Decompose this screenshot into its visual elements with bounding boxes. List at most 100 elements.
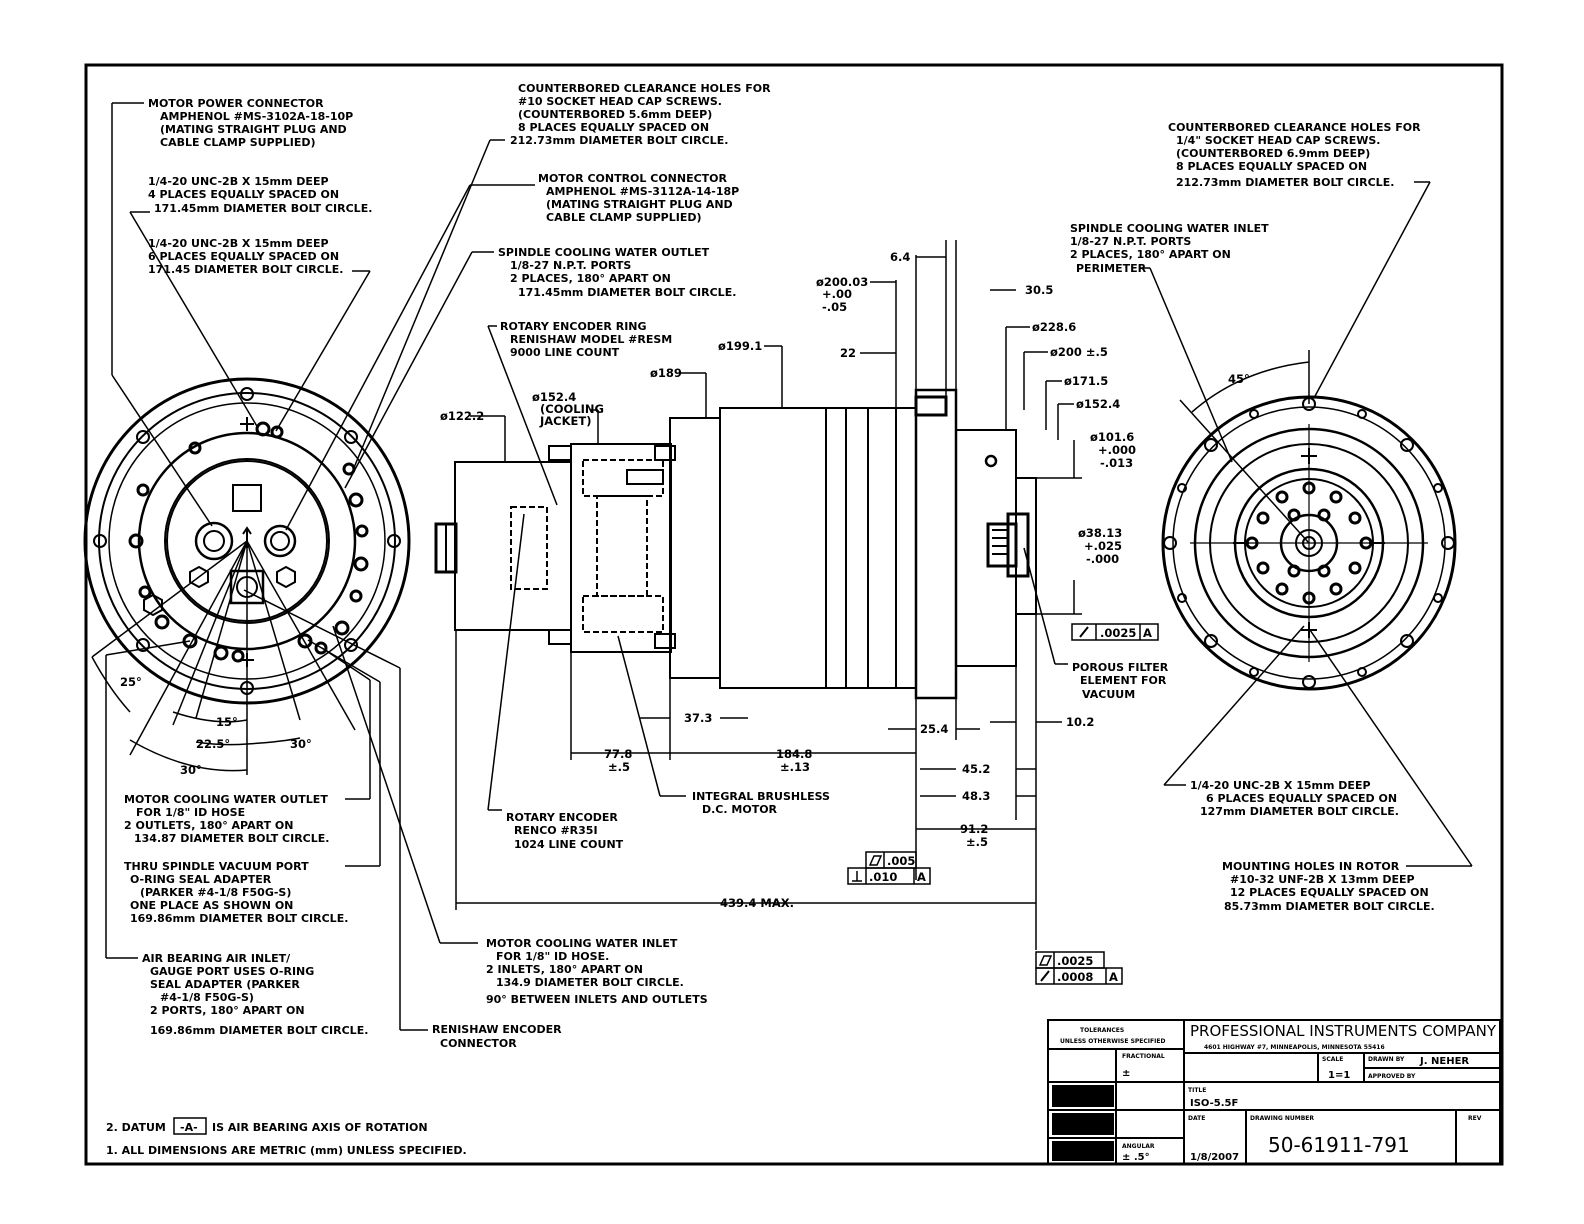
dimension-labels: ø122.2 ø152.4 (COOLING JACKET) ø189 ø199… [120, 250, 1250, 910]
svg-text:COUNTERBORED CLEARANCE HOLES F: COUNTERBORED CLEARANCE HOLES FOR [1168, 121, 1421, 134]
svg-text:TOLERANCES: TOLERANCES [1080, 1027, 1124, 1034]
angle-25: 25° [120, 675, 142, 689]
svg-text:212.73mm DIAMETER BOLT CIRCLE.: 212.73mm DIAMETER BOLT CIRCLE. [510, 134, 728, 147]
svg-text:D.C. MOTOR: D.C. MOTOR [702, 803, 778, 816]
svg-text:1/4-20 UNC-2B X 15mm DEEP: 1/4-20 UNC-2B X 15mm DEEP [148, 175, 329, 188]
note-counterbored-quarter: COUNTERBORED CLEARANCE HOLES FOR 1/4" SO… [1168, 121, 1421, 189]
svg-text:8 PLACES EQUALLY SPACED ON: 8 PLACES EQUALLY SPACED ON [1176, 160, 1367, 173]
drawing-date: 1/8/2007 [1190, 1152, 1239, 1163]
svg-text:(COOLING: (COOLING [540, 402, 604, 416]
svg-text:2 PLACES, 180° APART ON: 2 PLACES, 180° APART ON [510, 272, 671, 285]
general-note-2: 2. DATUM [106, 1121, 166, 1134]
svg-text:SEAL ADAPTER (PARKER: SEAL ADAPTER (PARKER [150, 978, 300, 991]
note-tapped-holes-right: 1/4-20 UNC-2B X 15mm DEEP 6 PLACES EQUAL… [1190, 779, 1399, 818]
svg-text:2 PLACES, 180° APART ON: 2 PLACES, 180° APART ON [1070, 248, 1231, 261]
svg-text:FOR 1/8" ID HOSE: FOR 1/8" ID HOSE [136, 806, 245, 819]
dim-d101-6: ø101.6 [1090, 430, 1134, 444]
left-view-leaders [105, 102, 478, 1031]
right-view-leaders [1140, 181, 1473, 867]
svg-text:RENCO #R35I: RENCO #R35I [514, 824, 598, 837]
svg-text:169.86mm DIAMETER BOLT CIRCLE.: 169.86mm DIAMETER BOLT CIRCLE. [130, 912, 348, 925]
dim-d199-1: ø199.1 [718, 339, 762, 353]
note-spindle-water-outlet: SPINDLE COOLING WATER OUTLET 1/8-27 N.P.… [498, 246, 736, 299]
dim-d200-03: ø200.03 [816, 275, 868, 289]
svg-text:8 PLACES EQUALLY SPACED ON: 8 PLACES EQUALLY SPACED ON [518, 121, 709, 134]
svg-text:UNLESS OTHERWISE SPECIFIED: UNLESS OTHERWISE SPECIFIED [1060, 1038, 1165, 1045]
drawing-title: ISO-5.5F [1190, 1098, 1238, 1109]
svg-text:(PARKER #4-1/8 F50G-S): (PARKER #4-1/8 F50G-S) [140, 886, 291, 899]
svg-text:12 PLACES EQUALLY SPACED ON: 12 PLACES EQUALLY SPACED ON [1230, 886, 1429, 899]
svg-text:±: ± [1122, 1068, 1130, 1079]
svg-text:.0025: .0025 [1057, 954, 1093, 968]
svg-text:MOTOR COOLING WATER OUTLET: MOTOR COOLING WATER OUTLET [124, 793, 328, 806]
svg-text:INTEGRAL BRUSHLESS: INTEGRAL BRUSHLESS [692, 790, 830, 803]
note-tapped-holes-6: 1/4-20 UNC-2B X 15mm DEEP 6 PLACES EQUAL… [148, 237, 343, 276]
svg-text:-A-: -A- [180, 1121, 198, 1134]
svg-text:-.013: -.013 [1100, 456, 1133, 470]
svg-text:1/4-20 UNC-2B X 15mm DEEP: 1/4-20 UNC-2B X 15mm DEEP [148, 237, 329, 250]
svg-text:4 PLACES EQUALLY SPACED ON: 4 PLACES EQUALLY SPACED ON [148, 188, 339, 201]
svg-text:SPINDLE COOLING WATER OUTLET: SPINDLE COOLING WATER OUTLET [498, 246, 710, 259]
angle-30a: 30° [290, 737, 312, 751]
right-end-view [1161, 395, 1457, 691]
svg-text:85.73mm DIAMETER BOLT CIRCLE.: 85.73mm DIAMETER BOLT CIRCLE. [1224, 900, 1435, 913]
svg-text:ELEMENT FOR: ELEMENT FOR [1080, 674, 1167, 687]
note-motor-control-connector: MOTOR CONTROL CONNECTOR AMPHENOL #MS-311… [538, 172, 739, 224]
note-brushless-motor: INTEGRAL BRUSHLESS D.C. MOTOR [692, 790, 830, 816]
svg-text:MOTOR COOLING WATER INLET: MOTOR COOLING WATER INLET [486, 937, 678, 950]
svg-text:ONE PLACE AS SHOWN ON: ONE PLACE AS SHOWN ON [130, 899, 293, 912]
svg-text:IS AIR BEARING AXIS OF ROTATIO: IS AIR BEARING AXIS OF ROTATION [212, 1121, 428, 1134]
svg-text:APPROVED BY: APPROVED BY [1368, 1073, 1416, 1080]
svg-text:2 OUTLETS, 180° APART ON: 2 OUTLETS, 180° APART ON [124, 819, 293, 832]
drawn-by: J. NEHER [1419, 1056, 1469, 1067]
svg-text:90° BETWEEN INLETS AND OUTLETS: 90° BETWEEN INLETS AND OUTLETS [486, 993, 708, 1006]
svg-text:RENISHAW MODEL #RESM: RENISHAW MODEL #RESM [510, 333, 672, 346]
svg-text:A: A [917, 870, 926, 884]
svg-text:SPINDLE COOLING WATER INLET: SPINDLE COOLING WATER INLET [1070, 222, 1269, 235]
angle-22-5: 22.5° [196, 737, 230, 751]
dim-d228-6: ø228.6 [1032, 320, 1076, 334]
dim-25-4: 25.4 [920, 722, 948, 736]
note-renishaw-connector: RENISHAW ENCODER CONNECTOR [432, 1023, 562, 1050]
svg-text:O-RING SEAL ADAPTER: O-RING SEAL ADAPTER [130, 873, 272, 886]
note-motor-water-outlet: MOTOR COOLING WATER OUTLET FOR 1/8" ID H… [124, 793, 329, 845]
svg-text:171.45 DIAMETER BOLT CIRCLE.: 171.45 DIAMETER BOLT CIRCLE. [148, 263, 343, 276]
fcf-runout-0008: .0008 A [1035, 967, 1123, 985]
dim-439-4: 439.4 MAX. [720, 896, 794, 910]
drawing-border [84, 63, 1504, 1166]
note-rotor-holes: MOUNTING HOLES IN ROTOR #10-32 UNF-2B X … [1222, 860, 1435, 913]
dim-48-3: 48.3 [962, 789, 990, 803]
svg-text:CONNECTOR: CONNECTOR [440, 1037, 517, 1050]
svg-text:(MATING STRAIGHT PLUG AND: (MATING STRAIGHT PLUG AND [160, 123, 347, 136]
svg-text:.0008: .0008 [1057, 970, 1093, 984]
dim-6-4: 6.4 [890, 250, 910, 264]
svg-text:+.000: +.000 [1098, 443, 1136, 457]
dim-184-8: 184.8 [776, 747, 812, 761]
svg-text:1/4" SOCKET HEAD CAP SCREWS.: 1/4" SOCKET HEAD CAP SCREWS. [1176, 134, 1381, 147]
svg-text:GAUGE PORT USES O-RING: GAUGE PORT USES O-RING [150, 965, 314, 978]
svg-text:171.45mm DIAMETER BOLT CIRCLE.: 171.45mm DIAMETER BOLT CIRCLE. [154, 202, 372, 215]
dim-10-2: 10.2 [1066, 715, 1094, 729]
general-notes: 2. DATUM -A- IS AIR BEARING AXIS OF ROTA… [106, 1117, 467, 1157]
svg-text:AMPHENOL #MS-3112A-14-18P: AMPHENOL #MS-3112A-14-18P [546, 185, 739, 198]
dim-30-5: 30.5 [1025, 283, 1053, 297]
svg-text:9000 LINE COUNT: 9000 LINE COUNT [510, 346, 620, 359]
side-view [434, 388, 1037, 700]
svg-text:CABLE CLAMP SUPPLIED): CABLE CLAMP SUPPLIED) [160, 136, 316, 149]
svg-text:2 PORTS, 180° APART ON: 2 PORTS, 180° APART ON [150, 1004, 305, 1017]
svg-text:.005: .005 [887, 854, 915, 868]
svg-text:±.13: ±.13 [780, 760, 810, 774]
dim-d152-4: ø152.4 [1076, 397, 1120, 411]
dim-d122-2: ø122.2 [440, 409, 484, 423]
svg-text:134.87 DIAMETER BOLT CIRCLE.: 134.87 DIAMETER BOLT CIRCLE. [134, 832, 329, 845]
dim-d38-13: ø38.13 [1078, 526, 1122, 540]
note-porous-filter: POROUS FILTER ELEMENT FOR VACUUM [1072, 661, 1169, 701]
svg-text:171.45mm DIAMETER BOLT CIRCLE.: 171.45mm DIAMETER BOLT CIRCLE. [518, 286, 736, 299]
svg-text:134.9 DIAMETER BOLT CIRCLE.: 134.9 DIAMETER BOLT CIRCLE. [496, 976, 684, 989]
dim-d171-5: ø171.5 [1064, 374, 1108, 388]
angle-30b: 30° [180, 763, 202, 777]
svg-text:A: A [1109, 970, 1118, 984]
svg-text:VACUUM: VACUUM [1082, 688, 1135, 701]
dim-d152-4-cj: ø152.4 [532, 390, 576, 404]
